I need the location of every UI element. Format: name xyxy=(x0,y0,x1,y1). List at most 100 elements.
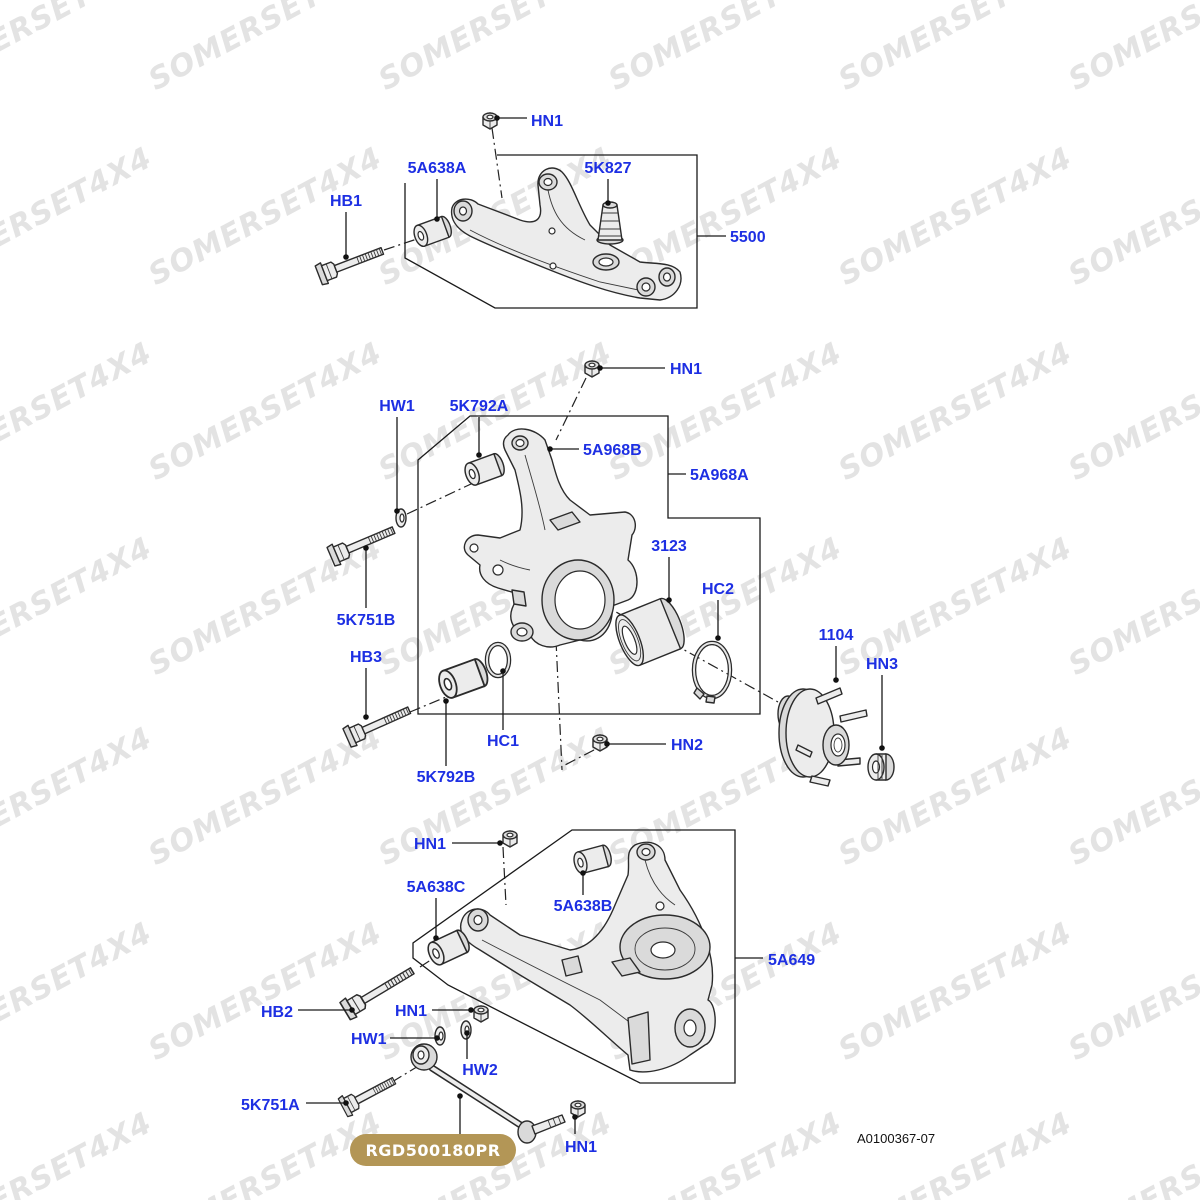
link-bottom-nut xyxy=(570,1100,586,1118)
leader-dot xyxy=(433,935,439,941)
label-link-bolt: 5K751A xyxy=(241,1097,300,1114)
label-link-hw1: HW1 xyxy=(351,1031,387,1048)
upper-bolt-axis xyxy=(383,237,421,251)
label-upper-arm: 5500 xyxy=(730,229,766,246)
lower-bolt-axis xyxy=(419,953,441,968)
leader-dot xyxy=(605,200,611,206)
label-lower-rear-bushing: 5A638B xyxy=(554,898,613,915)
leader-dot xyxy=(464,1030,470,1036)
watermark-text: SOMERSET4X4 xyxy=(0,335,158,487)
upper-pivot-axis xyxy=(406,483,472,515)
link-washer-hw2 xyxy=(460,1020,472,1040)
watermark-text: SOMERSET4X4 xyxy=(1063,140,1200,292)
bump-stop xyxy=(596,201,624,245)
label-lower-arm: 5A649 xyxy=(768,952,815,969)
hub-axis xyxy=(597,601,779,703)
label-link-hn1: HN1 xyxy=(395,1003,427,1020)
watermark-text: SOMERSET4X4 xyxy=(1063,1105,1200,1200)
leader-dot xyxy=(434,1035,440,1041)
knuckle-bracket xyxy=(417,415,761,715)
watermark-text: SOMERSET4X4 xyxy=(143,335,388,487)
watermark-text: SOMERSET4X4 xyxy=(833,335,1078,487)
watermark-text: SOMERSET4X4 xyxy=(1063,0,1200,98)
label-lower-arm-bolt: HB2 xyxy=(261,1004,293,1021)
label-knuckle-hw1: HW1 xyxy=(379,398,415,415)
watermark-text: SOMERSET4X4 xyxy=(603,335,848,487)
watermark-text: SOMERSET4X4 xyxy=(0,0,158,98)
leader-dot xyxy=(879,745,885,751)
upper-hn1-axis xyxy=(491,127,503,199)
leader-dot xyxy=(494,115,500,121)
link-top-nut xyxy=(473,1005,489,1023)
leader-dot xyxy=(443,698,449,704)
leader-dot xyxy=(343,1100,349,1106)
leader-dot xyxy=(715,635,721,641)
link-bolt-axis xyxy=(391,1061,426,1083)
leader-dot xyxy=(497,840,503,846)
watermark-text: SOMERSET4X4 xyxy=(603,0,848,98)
watermark-text: SOMERSET4X4 xyxy=(1063,530,1200,682)
inner-circlip xyxy=(484,641,512,679)
knuckle-vertical-axis-top xyxy=(555,377,587,441)
leader-dot xyxy=(476,452,482,458)
hn2-axis xyxy=(562,749,595,767)
label-bump-stop: 5K827 xyxy=(584,160,631,177)
leader-dot xyxy=(363,714,369,720)
leader-dot xyxy=(833,677,839,683)
upper-arm-bracket xyxy=(404,154,698,309)
watermark-text: SOMERSET4X4 xyxy=(0,1105,158,1200)
watermark-text: SOMERSET4X4 xyxy=(0,140,158,292)
part-number-text[interactable]: RGD500180PR xyxy=(365,1141,500,1160)
watermark-text: SOMERSET4X4 xyxy=(143,0,388,98)
lower-control-arm xyxy=(459,841,716,1073)
leader-dot xyxy=(597,365,603,371)
label-lower-hn1-top: HN1 xyxy=(414,836,446,853)
label-knuckle: 5A968B xyxy=(583,442,642,459)
knuckle-top-nut xyxy=(584,360,600,378)
hub-nut xyxy=(867,753,895,781)
wheel-hub xyxy=(777,687,868,787)
upper-control-arm xyxy=(450,167,682,301)
outer-circlip xyxy=(691,640,733,704)
label-lower-knuckle-bushing: 5K792B xyxy=(417,769,476,786)
lower-arm-rear-bushing xyxy=(571,843,614,876)
watermark-text: SOMERSET4X4 xyxy=(143,140,388,292)
upper-knuckle-bushing xyxy=(461,451,508,488)
label-inner-circlip: HC1 xyxy=(487,733,519,750)
watermark-text: SOMERSET4X4 xyxy=(833,1105,1078,1200)
label-knuckle-assembly: 5A968A xyxy=(690,467,749,484)
leader-dot xyxy=(666,597,672,603)
leader-dot xyxy=(349,1007,355,1013)
watermark-text: SOMERSET4X4 xyxy=(833,915,1078,1067)
watermark-text: SOMERSET4X4 xyxy=(0,915,158,1067)
lower-arm-bracket xyxy=(412,829,736,1084)
label-hub-nut: HN3 xyxy=(866,656,898,673)
label-upper-bolt: HB1 xyxy=(330,193,362,210)
label-outer-circlip: HC2 xyxy=(702,581,734,598)
upper-arm-nut xyxy=(482,112,498,130)
leader-dot xyxy=(468,1007,474,1013)
watermark-text: SOMERSET4X4 xyxy=(0,530,158,682)
label-upper-hn1: HN1 xyxy=(531,113,563,130)
knuckle-vertical-axis-bottom xyxy=(555,639,563,771)
part-number-badge[interactable]: RGD500180PR xyxy=(350,1134,516,1166)
hub-studs xyxy=(795,687,868,787)
label-upper-knuckle-bolt: 5K751B xyxy=(337,612,396,629)
leader-dot xyxy=(604,741,610,747)
lower-hn1-axis xyxy=(502,846,507,906)
label-knuckle-hn1: HN1 xyxy=(670,361,702,378)
watermark-text: SOMERSET4X4 xyxy=(0,720,158,872)
part-number-badge-bg[interactable] xyxy=(350,1134,516,1166)
watermark-text: SOMERSET4X4 xyxy=(1063,720,1200,872)
leader-dot xyxy=(434,216,440,222)
lower-arm-group: HN1 5A638C 5A638B 5A649 HB2 HN1 HW1 HW2 … xyxy=(241,829,815,1166)
watermark-text: SOMERSET4X4 xyxy=(833,0,1078,98)
label-upper-bushing: 5A638A xyxy=(408,160,467,177)
lower-knuckle-bushing xyxy=(434,656,492,702)
knuckle-group: HN1 HW1 5K792A 5A968B 5A968A 3123 HC2 5K… xyxy=(325,360,898,787)
leader-dot xyxy=(457,1093,463,1099)
lower-arm-top-nut xyxy=(502,830,518,848)
watermark-text: SOMERSET4X4 xyxy=(833,720,1078,872)
illustration-id: A0100367-07 xyxy=(857,1131,935,1146)
